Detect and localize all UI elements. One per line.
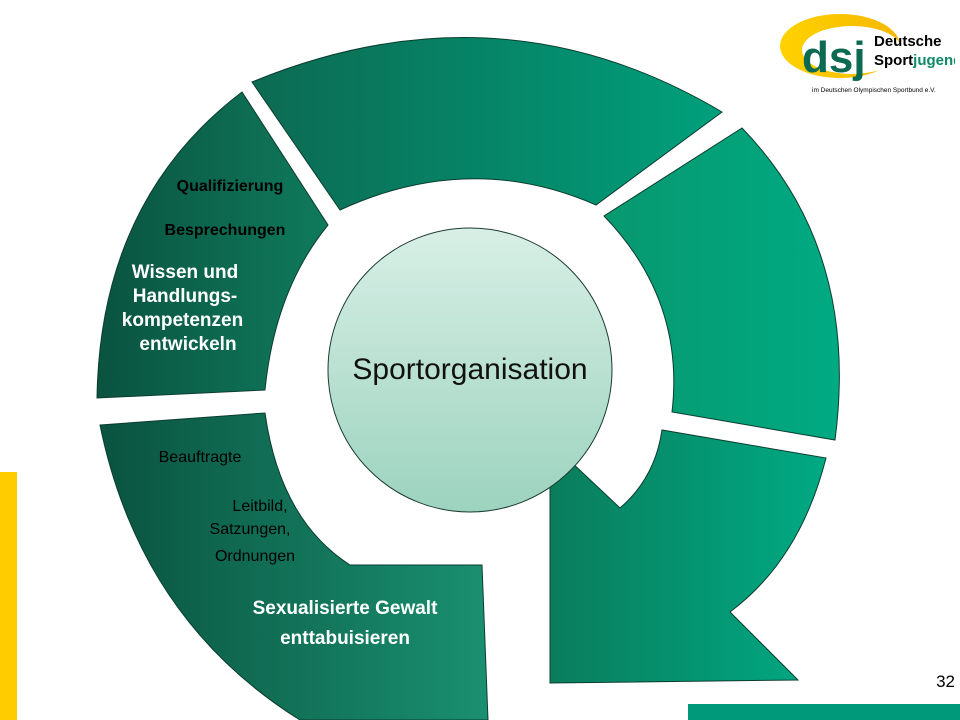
item-qualifizierung: Qualifizierung (176, 178, 284, 195)
item-leitbild: Leitbild, (232, 498, 288, 515)
item-satzungen: Satzungen, (209, 521, 291, 538)
heading-wissen-line-3: kompetenzen (121, 310, 244, 331)
heading-gewalt-line-1: Sexualisierte Gewalt (252, 598, 438, 619)
center-label: Sportorganisation (352, 353, 588, 386)
heading-gewalt-line-2: enttabuisieren (280, 628, 410, 649)
page-number: 32 (936, 672, 955, 691)
logo-mark: dsj (802, 33, 866, 82)
segment-right (603, 127, 840, 441)
item-besprechungen: Besprechungen (164, 222, 286, 239)
teal-accent-bar (688, 704, 960, 720)
segment-arrow (549, 429, 827, 684)
item-beauftragte: Beauftragte (158, 449, 242, 466)
heading-wissen-line-1: Wissen und (131, 262, 239, 283)
segment-top (251, 37, 723, 211)
yellow-accent-bar (0, 472, 17, 720)
segment-left-upper (96, 91, 329, 399)
logo-word-1: Deutsche (874, 33, 942, 50)
center-circle (327, 227, 613, 513)
logo-word-2: Sportjugend (874, 52, 955, 69)
logo-tagline: im Deutschen Olympischen Sportbund e.V. (812, 87, 936, 94)
heading-wissen-line-4: entwickeln (139, 334, 237, 355)
item-ordnungen: Ordnungen (214, 548, 296, 565)
dsj-logo: dsj Deutsche Sportjugend im Deutschen Ol… (780, 14, 955, 94)
heading-wissen-line-2: Handlungs- (132, 286, 238, 307)
